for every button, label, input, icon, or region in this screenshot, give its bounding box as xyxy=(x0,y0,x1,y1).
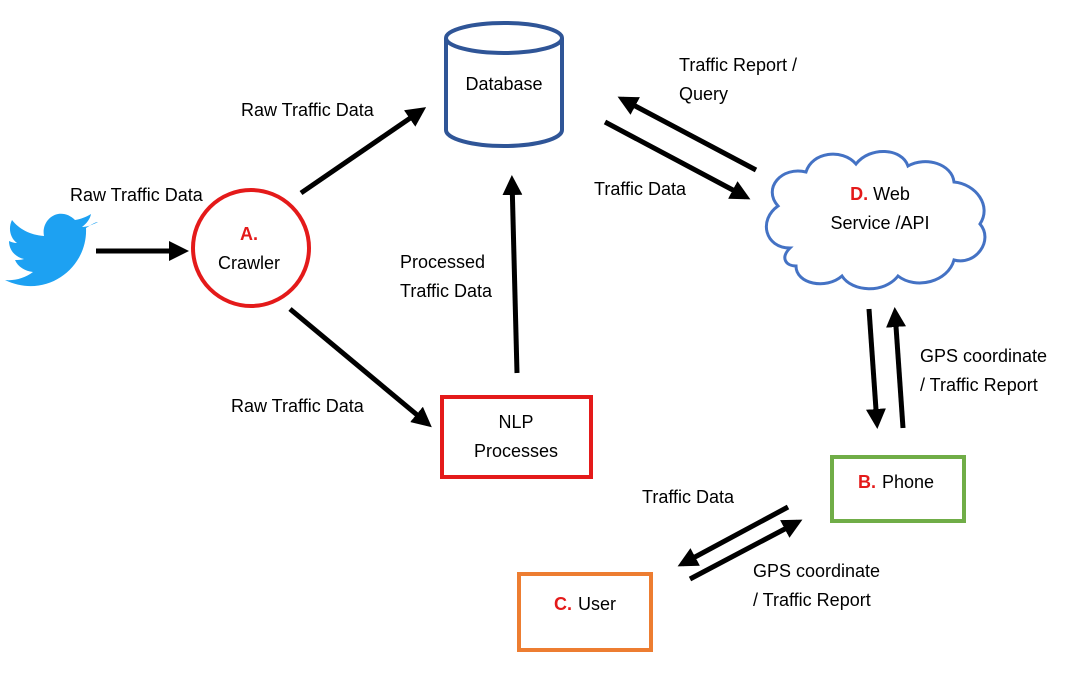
nlp-node: NLP Processes xyxy=(440,395,593,479)
web-service-letter: D. xyxy=(850,184,868,204)
twitter-bird-icon xyxy=(5,213,98,287)
label-twitter-to-crawler: Raw Traffic Data xyxy=(70,185,204,205)
label-user-to-phone-2: / Traffic Report xyxy=(753,590,871,610)
phone-box xyxy=(830,455,966,523)
label-database-to-webservice: Traffic Data xyxy=(594,179,687,199)
database-body xyxy=(444,38,564,148)
user-node: C. User xyxy=(517,572,653,652)
label-crawler-to-nlp: Raw Traffic Data xyxy=(231,396,365,416)
user-label: User xyxy=(578,594,616,614)
crawler-node: A. Crawler xyxy=(191,188,311,308)
arrow-webservice-to-phone xyxy=(865,308,886,429)
web-service-line1: D.Web xyxy=(850,184,910,204)
nlp-line1: NLP xyxy=(498,412,533,432)
phone-label: Phone xyxy=(882,472,934,492)
web-service-line1-text: Web xyxy=(873,184,910,204)
arrow-nlp-to-database xyxy=(502,175,523,374)
label-crawler-to-database: Raw Traffic Data xyxy=(241,100,375,120)
arrow-webservice-to-database xyxy=(617,96,758,173)
arrow-phone-to-user xyxy=(677,504,790,567)
nlp-box xyxy=(440,395,593,479)
crawler-label: Crawler xyxy=(218,253,280,273)
web-service-line2: Service /API xyxy=(830,213,929,233)
arrow-user-to-phone xyxy=(688,519,803,582)
label-phone-to-user: Traffic Data xyxy=(642,487,735,507)
label-user-to-phone-1: GPS coordinate xyxy=(753,561,880,581)
label-phone-webservice-1: GPS coordinate xyxy=(920,346,1047,366)
cloud-shape xyxy=(765,150,987,291)
database-node: Database xyxy=(444,21,564,148)
label-webservice-to-database-1: Traffic Report / xyxy=(679,55,797,75)
web-service-node: D.Web Service /API xyxy=(765,150,987,291)
label-nlp-to-database-1: Processed xyxy=(400,252,485,272)
phone-label-group: B. Phone xyxy=(858,472,934,492)
user-box xyxy=(517,572,653,652)
database-top xyxy=(444,21,564,55)
label-nlp-to-database-2: Traffic Data xyxy=(400,281,493,301)
user-label-group: C. User xyxy=(554,594,616,614)
database-label: Database xyxy=(465,74,542,94)
phone-letter: B. xyxy=(858,472,876,492)
crawler-letter: A. xyxy=(240,224,258,244)
crawler-circle xyxy=(191,188,311,308)
label-phone-webservice-2: / Traffic Report xyxy=(920,375,1038,395)
phone-node: B. Phone xyxy=(830,455,966,523)
arrow-crawler-to-nlp xyxy=(288,307,432,428)
label-webservice-to-database-2: Query xyxy=(679,84,728,104)
user-letter: C. xyxy=(554,594,572,614)
arrow-database-to-webservice xyxy=(603,119,751,200)
nlp-line2: Processes xyxy=(474,441,558,461)
arrow-crawler-to-database xyxy=(299,107,427,196)
arrow-phone-to-webservice xyxy=(886,307,907,429)
